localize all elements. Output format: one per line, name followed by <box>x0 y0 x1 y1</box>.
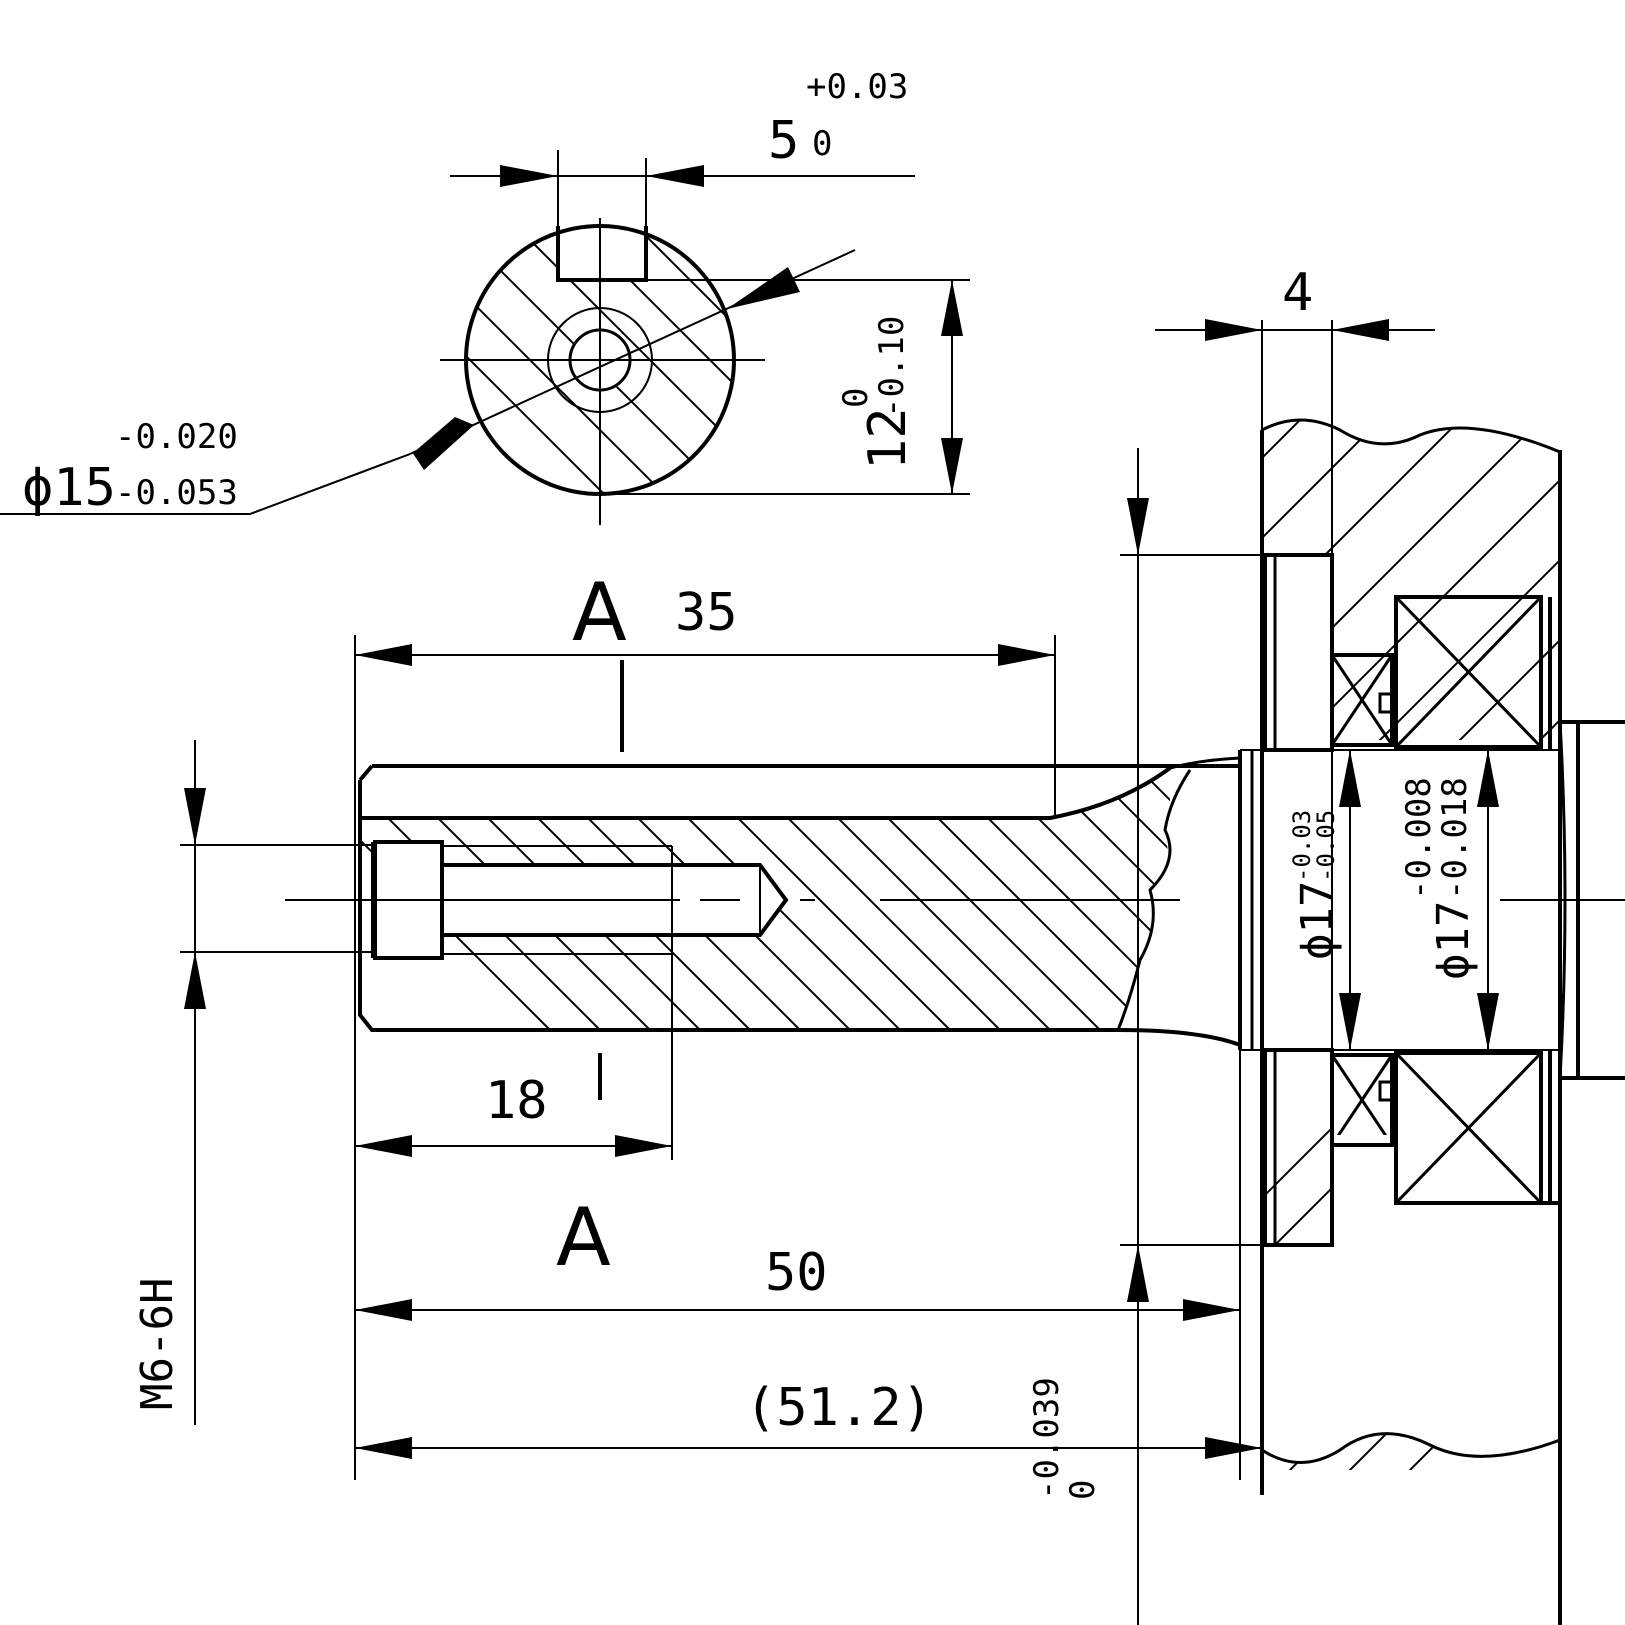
flange-width-dimension: 4 <box>1155 263 1435 341</box>
section-label-top: A <box>572 566 627 659</box>
journal-diameter-dimension: ϕ17 -0.03 -0.05 <box>1288 750 1361 1050</box>
bearing-top <box>1394 595 1552 750</box>
seal-top <box>1330 653 1396 747</box>
section-label-bottom: A <box>556 1191 611 1284</box>
bore-tolerance-upper: -0.039 <box>1027 1377 1067 1500</box>
bore-dimension: -0.039 0 <box>1027 448 1265 1625</box>
section-view-a-a <box>440 218 765 525</box>
bearing-diameter-dimension: ϕ17 -0.008 -0.018 <box>1399 750 1499 1050</box>
shaft-diameter-upper: -0.020 <box>115 417 238 457</box>
shaft-diameter-lower: -0.053 <box>115 473 238 513</box>
thread-depth-dimension: 18 <box>355 846 673 1160</box>
bearing-bottom <box>1394 1050 1560 1205</box>
thread-spec-dimension: M6-6H <box>132 740 372 1425</box>
shaft-hatching <box>360 770 1172 1030</box>
seal-bottom <box>1330 1053 1396 1147</box>
section-markers: A A <box>556 566 627 1284</box>
shaft-length-dimension: 50 <box>355 1050 1241 1480</box>
key-depth-dimension: 12 0 -0.10 <box>600 279 970 495</box>
key-length-value: 35 <box>675 583 738 643</box>
total-length-dimension: (51.2) <box>355 1378 1262 1459</box>
journal-diameter-upper: -0.03 <box>1288 810 1316 882</box>
key-depth-lower: -0.10 <box>872 316 912 418</box>
keyway-width-lower: 0 <box>812 124 832 164</box>
shaft-length-value: 50 <box>765 1243 828 1303</box>
bearing-diameter-upper: -0.008 <box>1399 777 1439 900</box>
keyway-width-dimension: 5 +0.03 0 <box>450 67 915 226</box>
thread-spec-value: M6-6H <box>132 1278 183 1410</box>
shaft-diameter-dimension: ϕ15 -0.020 -0.053 <box>0 249 856 518</box>
keyway-width-nominal: 5 <box>768 111 799 171</box>
thread-depth-value: 18 <box>485 1071 548 1131</box>
bearing-diameter-prefix: ϕ17 <box>1428 901 1479 980</box>
bearing-diameter-lower: -0.018 <box>1435 777 1475 900</box>
keyway-width-upper: +0.03 <box>806 67 908 107</box>
total-length-value: (51.2) <box>745 1378 933 1438</box>
key-length-dimension: 35 <box>354 583 1056 1480</box>
shaft-main-view <box>285 720 1625 1080</box>
shaft-diameter-prefix: ϕ15 <box>22 458 116 518</box>
key-depth-nominal: 12 <box>858 407 918 470</box>
key-depth-upper: 0 <box>836 388 876 408</box>
bore-tolerance-lower: 0 <box>1063 1480 1103 1500</box>
housing <box>1260 320 1562 1625</box>
section-hatching <box>466 226 734 494</box>
journal-diameter-prefix: ϕ17 <box>1292 881 1343 960</box>
journal-diameter-lower: -0.05 <box>1312 810 1340 882</box>
flange-width-value: 4 <box>1282 263 1313 323</box>
